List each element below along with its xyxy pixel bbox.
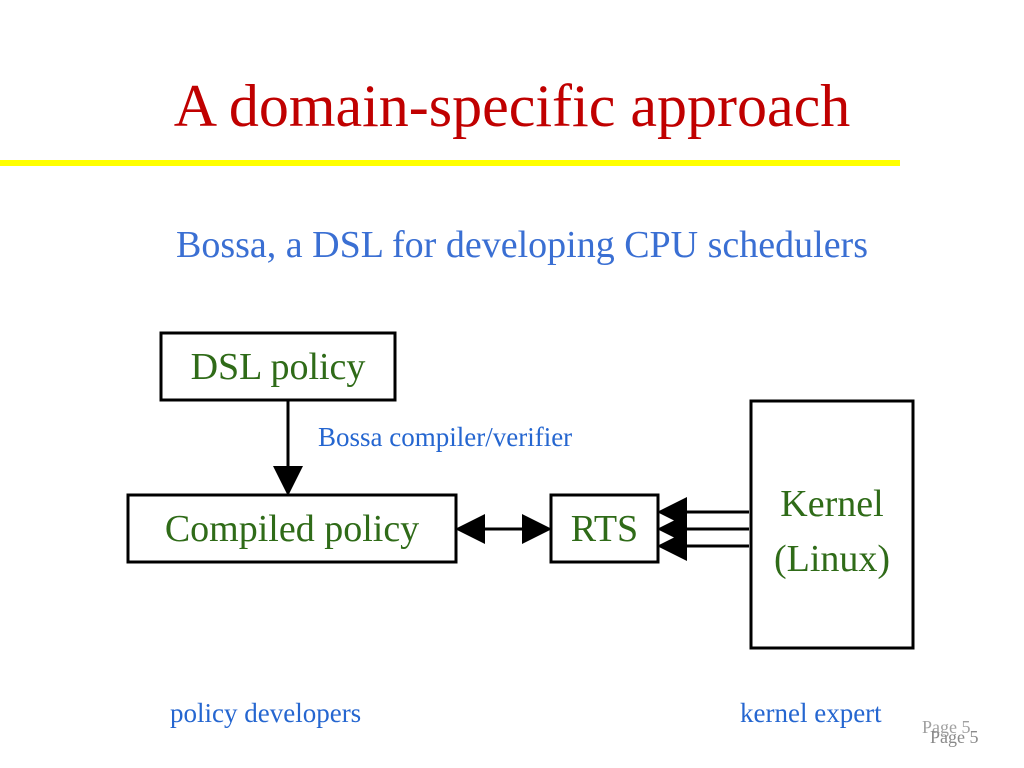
kernel-box [749,399,915,650]
dsl-policy-box [159,331,397,402]
slide-title: A domain-specific approach [173,73,851,139]
kernel-expert-label: kernel expert [740,698,882,728]
dsl-policy-label: DSL policy [190,346,366,388]
page-number-shadow: Page 5 [930,727,979,747]
compiled-policy-label: Compiled policy [164,508,420,550]
page-number: Page 5 [922,717,971,737]
compiler-verifier-label: Bossa compiler/verifier [318,422,573,452]
kernel-label-line2: (Linux) [773,538,891,580]
rts-label: RTS [570,508,639,550]
policy-developers-label: policy developers [170,698,362,728]
compiled-policy-box [126,493,458,564]
title-underline [0,160,900,166]
kernel-label-line1: Kernel [780,483,884,525]
slide-subtitle: Bossa, a DSL for developing CPU schedule… [176,224,868,266]
